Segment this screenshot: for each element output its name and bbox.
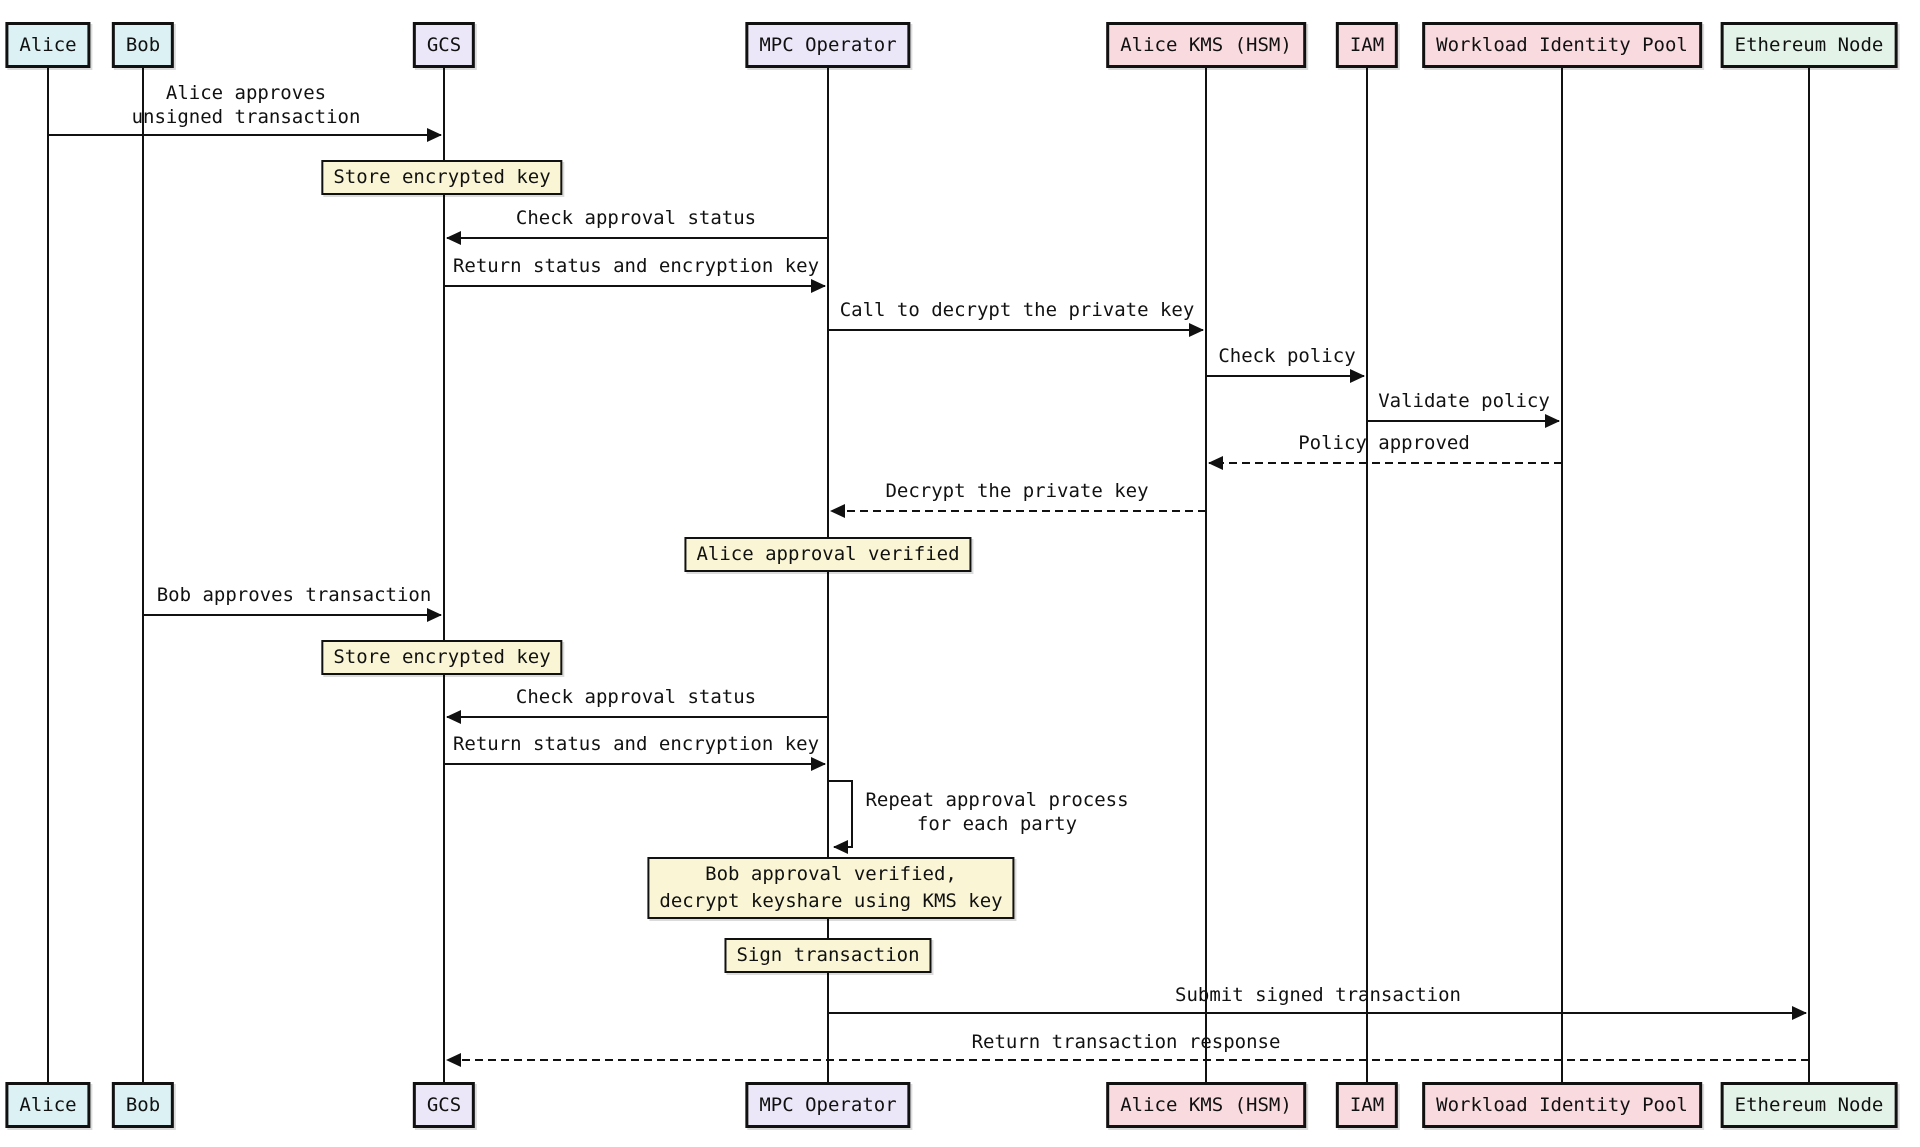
actor-top-mpc-operator: MPC Operator — [745, 22, 911, 68]
message-label-call-to-decrypt: Call to decrypt the private key — [839, 299, 1195, 321]
message-label-check-approval-status-1: Check approval status — [515, 207, 757, 229]
message-label-policy-approved: Policy approved — [1298, 432, 1470, 454]
actor-bottom-mpc-operator: MPC Operator — [745, 1082, 911, 1128]
message-label-check-policy: Check policy — [1218, 345, 1356, 367]
self-loop-repeat-approval-process — [828, 780, 853, 854]
message-label-repeat-approval-process: Repeat approval process for each party — [865, 789, 1129, 835]
note-store-encrypted-key-2: Store encrypted key — [321, 640, 563, 675]
actor-top-ethereum-node: Ethereum Node — [1720, 22, 1898, 68]
actor-top-alice: Alice — [5, 22, 91, 68]
actor-top-workload-identity-pool: Workload Identity Pool — [1422, 22, 1702, 68]
actor-top-gcs: GCS — [412, 22, 476, 68]
actor-bottom-workload-identity-pool: Workload Identity Pool — [1422, 1082, 1702, 1128]
message-label-return-status-1: Return status and encryption key — [452, 255, 820, 277]
actor-bottom-bob: Bob — [111, 1082, 175, 1128]
actor-bottom-gcs: GCS — [412, 1082, 476, 1128]
actor-bottom-alice-kms: Alice KMS (HSM) — [1106, 1082, 1306, 1128]
message-label-decrypt-the-private-key: Decrypt the private key — [885, 480, 1149, 502]
actor-top-bob: Bob — [111, 22, 175, 68]
message-label-submit-signed-transaction: Submit signed transaction — [1175, 984, 1461, 1006]
message-label-return-status-2: Return status and encryption key — [452, 733, 820, 755]
actor-bottom-iam: IAM — [1335, 1082, 1399, 1128]
note-store-encrypted-key-1: Store encrypted key — [321, 160, 563, 195]
note-alice-approval-verified: Alice approval verified — [684, 537, 972, 572]
actor-bottom-ethereum-node: Ethereum Node — [1720, 1082, 1898, 1128]
note-bob-approval-verified: Bob approval verified, decrypt keyshare … — [647, 857, 1015, 919]
message-label-return-transaction-response: Return transaction response — [971, 1031, 1281, 1053]
message-label-alice-approves-unsigned-transaction: Alice approves unsigned transaction — [131, 82, 361, 128]
message-label-validate-policy: Validate policy — [1378, 390, 1550, 412]
note-sign-transaction: Sign transaction — [724, 938, 932, 973]
message-label-check-approval-status-2: Check approval status — [515, 686, 757, 708]
actor-top-iam: IAM — [1335, 22, 1399, 68]
actor-bottom-alice: Alice — [5, 1082, 91, 1128]
message-label-bob-approves-transaction: Bob approves transaction — [156, 584, 432, 606]
actor-top-alice-kms: Alice KMS (HSM) — [1106, 22, 1306, 68]
